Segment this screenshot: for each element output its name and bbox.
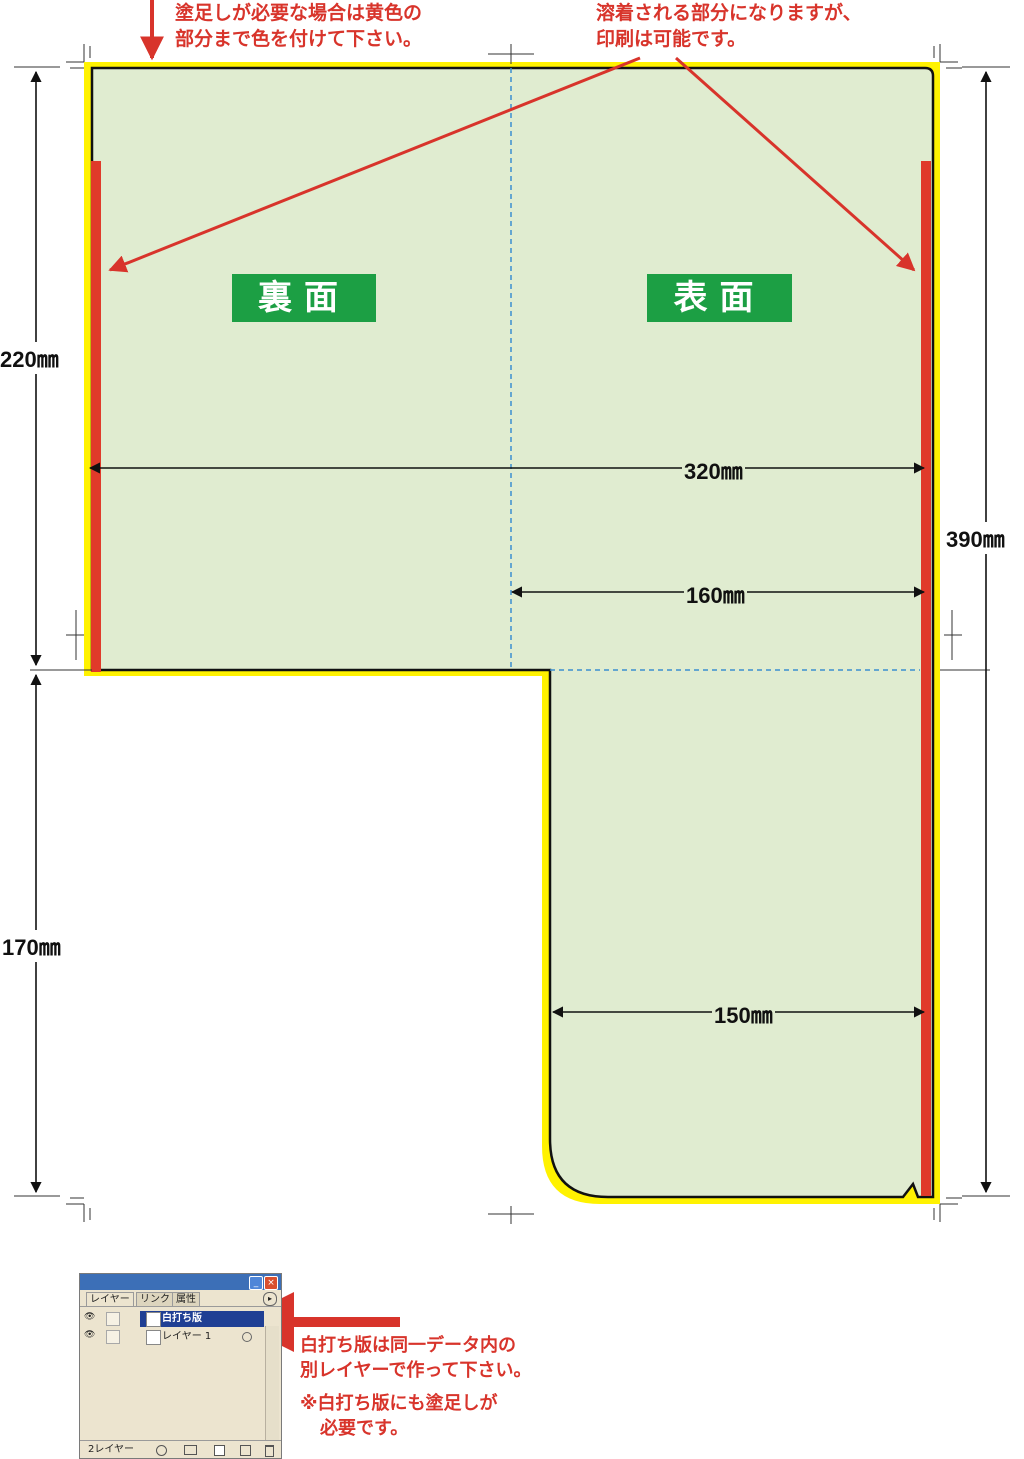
white-layer-note-line1: 白打ち版は同一データ内の	[300, 1335, 516, 1356]
white-layer-note: 白打ち版は同一データ内の 別レイヤーで作って下さい。 ※白打ち版にも塗足しが 必…	[300, 1333, 531, 1441]
weld-strip-right	[921, 161, 931, 1196]
eye-icon[interactable]: 👁	[84, 1312, 96, 1322]
bleed-note: 塗足しが必要な場合は黄色の 部分まで色を付けて下さい。	[175, 0, 422, 52]
eye-icon[interactable]: 👁	[84, 1330, 96, 1340]
layer-name-white: 白打ち版	[162, 1313, 202, 1324]
lock-toggle[interactable]	[106, 1312, 120, 1326]
dim-label-390: 390㎜	[946, 522, 1005, 554]
new-layer-icon[interactable]	[214, 1445, 225, 1456]
dim-label-320: 320㎜	[682, 454, 745, 486]
lock-toggle[interactable]	[106, 1330, 120, 1344]
new-sublayer-icon[interactable]	[156, 1445, 167, 1456]
weld-note: 溶着される部分になりますが、 印刷は可能です。	[596, 0, 862, 52]
crop-marks	[14, 44, 1010, 1224]
panel-menu-button[interactable]: ▸	[263, 1292, 277, 1306]
trash-icon[interactable]	[265, 1445, 274, 1457]
panel-tabs: レイヤー リンク 属性 ▸	[80, 1290, 281, 1307]
white-layer-note-line4: 必要です。	[320, 1418, 409, 1439]
white-layer-note-line3: ※白打ち版にも塗足しが	[300, 1393, 498, 1414]
close-button[interactable]: ×	[264, 1276, 278, 1290]
bleed-note-line1: 塗足しが必要な場合は黄色の	[175, 2, 423, 24]
dim-label-150: 150㎜	[712, 998, 775, 1030]
tab-links[interactable]: リンク	[136, 1292, 174, 1306]
weld-note-line2: 印刷は可能です。	[596, 28, 747, 50]
panel-scrollbar[interactable]	[265, 1326, 279, 1440]
weld-strip-left	[91, 161, 101, 672]
minimize-button[interactable]: _	[249, 1276, 263, 1290]
panel-footer: 2レイヤー	[80, 1440, 281, 1458]
dim-label-160: 160㎜	[684, 578, 747, 610]
layer-selected-highlight	[140, 1311, 264, 1327]
tab-layers[interactable]: レイヤー	[86, 1292, 134, 1306]
front-face-badge: 表面	[647, 274, 792, 322]
merge-icon[interactable]	[184, 1445, 197, 1455]
layer-count: 2レイヤー	[88, 1444, 135, 1455]
die-cut-shape	[90, 66, 935, 1199]
dim-label-220: 220㎜	[0, 342, 59, 374]
dim-label-170: 170㎜	[2, 930, 61, 962]
tab-attributes[interactable]: 属性	[172, 1292, 200, 1306]
callout-arrow-weld-left	[108, 56, 641, 273]
duplicate-icon[interactable]	[240, 1445, 251, 1456]
panel-titlebar: _ ×	[80, 1274, 281, 1290]
layer-thumbnail	[146, 1330, 161, 1345]
target-circle-icon[interactable]	[242, 1332, 252, 1342]
white-layer-note-line2: 別レイヤーで作って下さい。	[300, 1360, 532, 1381]
back-face-badge: 裏面	[232, 274, 376, 322]
callout-arrow-weld-right	[675, 56, 916, 272]
layer-name-1: レイヤー 1	[162, 1331, 212, 1342]
layer-row-1[interactable]: 👁 レイヤー 1	[82, 1329, 264, 1345]
layers-panel: _ × レイヤー リンク 属性 ▸ 👁 白打ち版 👁 レイヤー 1 2レイヤー	[79, 1273, 282, 1459]
layer-thumbnail	[146, 1312, 161, 1327]
layer-row-white[interactable]: 👁 白打ち版	[82, 1311, 264, 1327]
bleed-note-line2: 部分まで色を付けて下さい。	[175, 28, 423, 50]
weld-note-line1: 溶着される部分になりますが、	[596, 2, 862, 24]
